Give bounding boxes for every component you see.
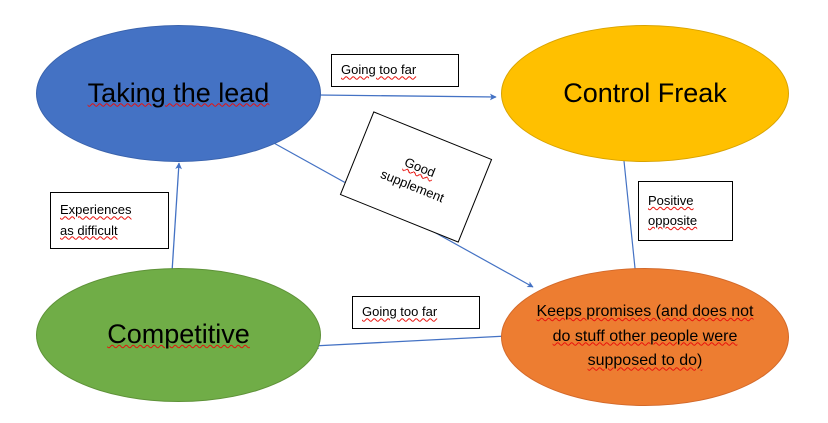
arrow-competitive-to-lead xyxy=(171,162,182,273)
edge-label-good-supplement[interactable]: Good supplement xyxy=(339,111,493,243)
node-taking-the-lead[interactable]: Taking the lead xyxy=(36,25,321,162)
node-competitive[interactable]: Competitive xyxy=(36,268,321,402)
node-keeps-promises-line-2: do stuff other people were xyxy=(552,327,738,345)
arrow-keeps-to-competitive xyxy=(312,335,508,350)
edge-label-going-too-far-top-line-1: Going too far xyxy=(341,62,417,78)
edge-label-experiences-line-2: as difficult xyxy=(60,222,118,238)
arrow-lead-to-control xyxy=(317,93,497,101)
node-keeps-promises-line-1: Keeps promises (and does not xyxy=(536,302,754,320)
node-keeps-promises-line-3: supposed to do) xyxy=(587,352,703,370)
node-taking-the-lead-label: Taking the lead xyxy=(87,77,270,108)
node-control-freak[interactable]: Control Freak xyxy=(501,25,789,162)
edge-label-positive-opposite[interactable]: Positive opposite xyxy=(638,181,733,241)
edge-label-experiences-line-1: Experiences xyxy=(60,202,132,218)
node-keeps-promises[interactable]: Keeps promises (and does not do stuff ot… xyxy=(501,268,789,406)
edge-label-experiences-as-difficult[interactable]: Experiences as difficult xyxy=(50,192,169,249)
edge-label-going-too-far-bottom-line-1: Going too far xyxy=(362,304,438,320)
edge-label-positive-opposite-line-2: opposite xyxy=(648,213,698,228)
node-keeps-promises-label: Keeps promises (and does not do stuff ot… xyxy=(519,300,771,374)
edge-label-going-too-far-bottom[interactable]: Going too far xyxy=(352,296,480,329)
arrow-control-to-keeps xyxy=(623,160,639,279)
edge-label-positive-opposite-line-1: Positive xyxy=(648,192,694,208)
edge-label-going-too-far-top[interactable]: Going too far xyxy=(331,54,459,87)
node-competitive-label: Competitive xyxy=(107,319,250,350)
node-control-freak-label: Control Freak xyxy=(563,77,727,108)
